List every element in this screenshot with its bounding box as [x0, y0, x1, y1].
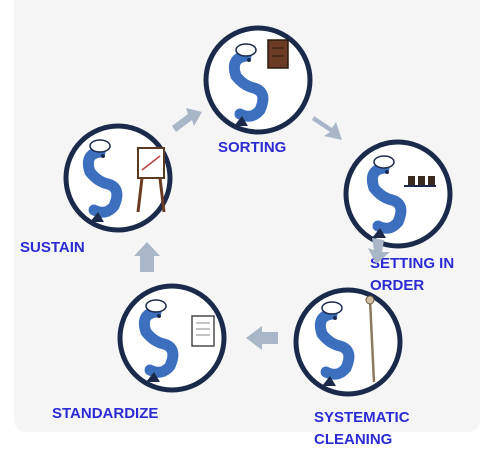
systematic-cleaning-label-line2: CLEANING [314, 431, 393, 448]
arrow-sustain-to-sorting-icon [172, 108, 202, 132]
standardize-label: STANDARDIZE [52, 405, 159, 422]
mascot-holding-document-icon [117, 283, 227, 393]
setting-in-order-step-circle [340, 130, 458, 258]
setting-in-order-label-line2: ORDER [370, 277, 425, 294]
systematic-cleaning-label-line1: SYSTEMATIC [314, 409, 410, 426]
sustain-label: SUSTAIN [20, 239, 85, 256]
mascot-carrying-tray-icon [343, 139, 453, 249]
sustain-step-circle [58, 116, 180, 240]
arrow-sorting-to-setting-icon [312, 116, 342, 140]
mascot-at-easel-icon [63, 123, 173, 233]
mascot-holding-box-icon [203, 25, 313, 135]
standardize-step-circle [112, 276, 234, 400]
sorting-step-circle [202, 16, 314, 144]
systematic-cleaning-step-circle [290, 278, 408, 408]
arrow-cleaning-to-standardize-icon [246, 326, 278, 350]
sorting-label: SORTING [218, 139, 287, 156]
arrow-standardize-to-sustain-icon [134, 242, 160, 272]
arrow-setting-to-cleaning-icon [368, 238, 390, 264]
setting-in-order-label-line1: SETTING IN [370, 255, 455, 272]
mascot-with-broom-icon [293, 287, 403, 397]
